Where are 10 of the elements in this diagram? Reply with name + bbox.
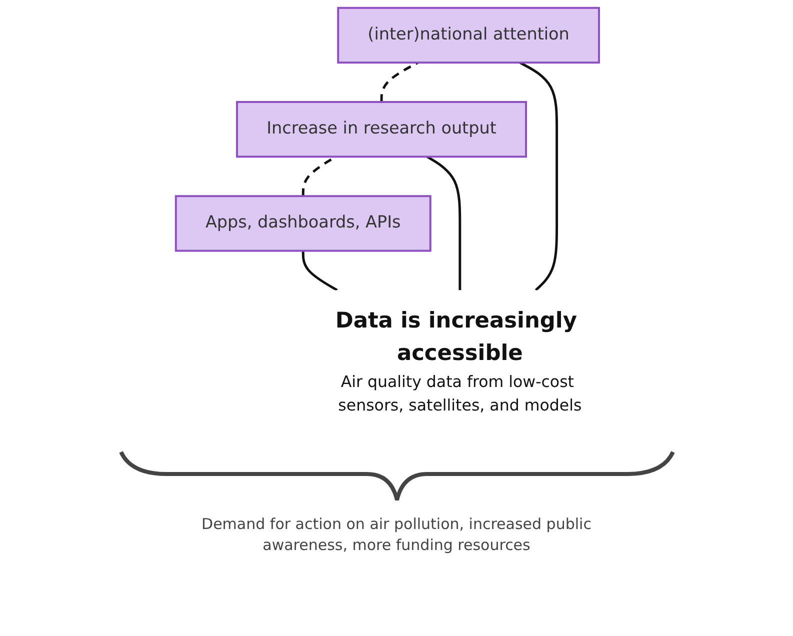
connector <box>519 62 558 292</box>
node-box <box>174 195 432 252</box>
connector <box>426 156 461 290</box>
connector <box>380 62 418 102</box>
node-box <box>336 6 600 64</box>
note-text: Demand for action on air pollution, increased public awareness, more funding resources <box>200 514 592 556</box>
node-box <box>236 101 527 158</box>
flowchart: (inter)national attention Increase in research output Apps, dashboards, APIs Data is increasingly accessible Air quality data from low-cost sensors, satellites, and models <box>168 0 626 440</box>
node-text: Data is increasingly accessible Air quality data from low-cost sensors, satellites, and models <box>335 308 582 414</box>
connector <box>302 250 338 292</box>
